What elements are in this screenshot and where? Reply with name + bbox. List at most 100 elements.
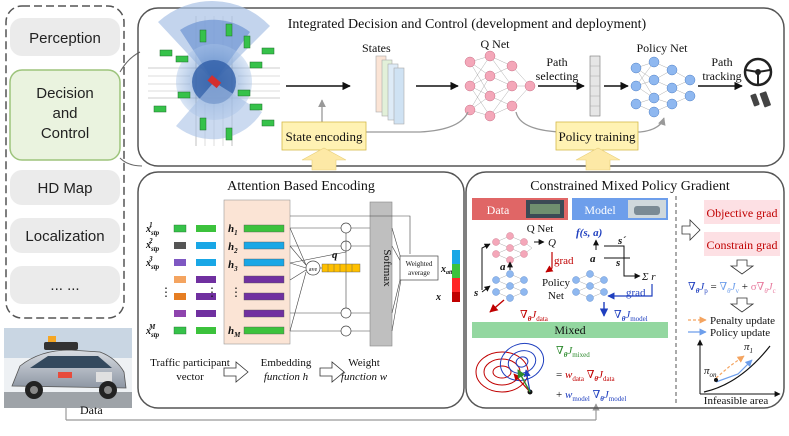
svg-text:xstp2: xstp2	[145, 237, 160, 253]
autonomous-car-image	[4, 328, 132, 408]
policy-net-network	[630, 56, 696, 118]
attention-lines	[289, 227, 347, 332]
cmpg-title: Constrained Mixed Policy Gradient	[530, 179, 730, 194]
fsa-label: f(s, a)	[576, 227, 602, 239]
connector-bottom	[119, 157, 143, 167]
sidebar-label-decision: Decision	[36, 85, 94, 102]
a-label-model: a	[590, 253, 596, 265]
sidebar-label-and: and	[52, 105, 77, 122]
input-vector-blocks	[196, 225, 216, 334]
state-encoding-label: State encoding	[286, 129, 363, 144]
sum-r-label: Σ r	[641, 271, 656, 283]
yellow-arrow-left	[301, 147, 347, 171]
data-header: Data	[472, 198, 568, 220]
svg-text:h1: h1	[228, 223, 238, 237]
qnet-network	[464, 50, 536, 122]
steering-wheel-icon	[743, 57, 773, 87]
path-selecting-label-2: selecting	[536, 69, 579, 83]
sidebar-item-decision-control: Decision and Control	[9, 69, 121, 161]
path-tracking-label-2: tracking	[702, 69, 741, 83]
feasibility-plot	[697, 339, 781, 397]
sidebar-item-hd-map: HD Map	[10, 170, 120, 205]
grad-red-label: grad	[554, 255, 574, 267]
pedals-icon	[750, 91, 771, 108]
policy-net-label-1: Policy	[542, 277, 571, 289]
contour-plot	[475, 342, 545, 395]
feedback-loop-to-states	[318, 99, 469, 133]
x-output-label: x	[435, 292, 441, 303]
intersection-scene	[148, 1, 280, 146]
hollow-arrow-down	[729, 259, 755, 275]
mixed-equation-data: = wdata ∇θJdata	[556, 369, 616, 383]
attention-dots-3: ⋮	[230, 285, 242, 299]
path-tracking-label-1: Path	[711, 55, 732, 69]
sidebar-item-localization: Localization	[10, 218, 120, 253]
pion-label: πon	[704, 365, 717, 379]
svg-text:function h: function h	[264, 371, 309, 383]
objective-grad-box: Objective grad	[704, 200, 780, 224]
penalty-update-label: Penalty update	[710, 315, 775, 327]
cmpg-panel	[465, 171, 785, 409]
attention-panel	[137, 171, 465, 409]
top-panel-title: Integrated Decision and Control (develop…	[288, 17, 647, 32]
a-label-data: a	[500, 261, 506, 273]
query-vector	[321, 263, 361, 273]
hollow-arrow-down-2	[729, 297, 755, 313]
grad-model-label: ∇θJmodel	[614, 309, 648, 323]
objective-grad-label: Objective grad	[707, 206, 778, 220]
sidebar-frame	[5, 5, 125, 319]
qnet-label: Q Net	[481, 37, 511, 51]
data-policy-net	[492, 270, 528, 302]
data-qnet-label: Q Net	[527, 223, 554, 235]
attention-legend: Traffic participant vector Embedding fun…	[150, 357, 388, 383]
x-attn-label: xattn	[440, 264, 456, 276]
policy-training-label: Policy training	[559, 129, 636, 144]
svg-text:xstp1: xstp1	[145, 221, 160, 237]
top-panel	[137, 7, 785, 167]
mixed-header: Mixed	[472, 322, 668, 338]
ave-node: ave	[305, 260, 321, 276]
grad-data-label: ∇θJdata	[520, 309, 549, 323]
policy-net-label: Policy Net	[637, 41, 689, 55]
mixed-label: Mixed	[554, 323, 585, 337]
sidebar-label-perception: Perception	[29, 30, 101, 47]
sidebar-label-hd-map: HD Map	[37, 180, 92, 197]
states-vector-stack	[375, 55, 405, 125]
yellow-arrow-right	[575, 147, 621, 171]
path-selecting-label-1: Path	[546, 55, 567, 69]
selected-path-vector	[589, 55, 601, 117]
svg-text:hM: hM	[228, 325, 241, 339]
data-qnet	[492, 232, 533, 264]
hollow-arrow-1	[223, 361, 249, 383]
output-vector	[452, 250, 460, 302]
hollow-arrow-cmpg	[681, 219, 701, 241]
embedding-block: h1 h2 h3 hM ⋮	[223, 199, 291, 345]
weighted-average-node: Weighted average	[399, 255, 439, 281]
sidebar-item-perception: Perception	[10, 18, 120, 56]
svg-text:xstpM: xstpM	[145, 323, 160, 339]
svg-text:vector: vector	[176, 371, 204, 383]
model-header: Model	[572, 198, 668, 220]
state-encoding-box: State encoding	[281, 121, 367, 151]
svg-text:h2: h2	[228, 241, 238, 255]
infeasible-area-label: Infeasible area	[704, 395, 769, 407]
attention-dots-1: ⋮	[160, 285, 172, 299]
data-label: Data	[80, 403, 103, 417]
participant-icons	[173, 224, 187, 335]
grad-blue-label: grad	[626, 287, 646, 299]
penalty-equation: ∇θJp = ∇θJv + σ∇θJc	[688, 281, 776, 295]
constrain-grad-box: Constrain grad	[704, 232, 780, 256]
pi1-label: π1	[744, 341, 753, 355]
data-header-label: Data	[487, 203, 510, 217]
weighted-average-label-1: Weighted	[406, 260, 433, 268]
policy-net-label-2: Net	[548, 290, 564, 302]
softmax-label: Softmax	[381, 249, 393, 287]
hollow-arrow-2	[319, 361, 345, 383]
traffic-participant-inputs: xstp1 xstp2 xstp3 xstpM	[145, 221, 160, 339]
policy-training-box: Policy training	[555, 121, 639, 151]
svg-text:function w: function w	[341, 371, 388, 383]
grad-mixed-label: ∇θJmixed	[556, 345, 590, 359]
model-policy-net	[572, 270, 608, 302]
s-label-data: s	[473, 287, 478, 299]
